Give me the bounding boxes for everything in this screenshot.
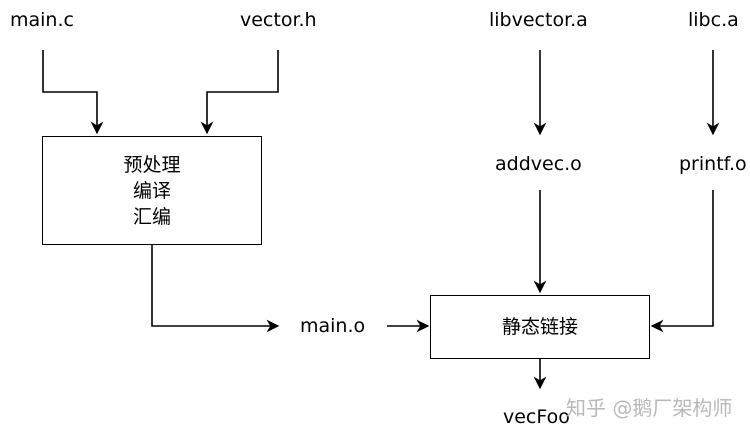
link-box-label: 静态链接 [501, 316, 578, 338]
object-printf-o: printf.o [679, 153, 747, 175]
compile-step-compile: 编译 [132, 179, 171, 202]
compile-box: 预处理 编译 汇编 [42, 136, 262, 245]
output-vecfoo: vecFoo [503, 406, 570, 428]
object-main-o: main.o [300, 315, 366, 337]
object-addvec-o: addvec.o [495, 153, 582, 175]
arrow-main-c-to-compile [42, 50, 104, 135]
arrow-compile-to-main-o [151, 244, 280, 333]
arrow-printf-to-link [650, 190, 714, 333]
input-main-c: main.c [10, 9, 74, 31]
input-libvector-a: libvector.a [489, 9, 588, 31]
link-box: 静态链接 [430, 295, 650, 359]
input-vector-h: vector.h [240, 9, 317, 31]
watermark: 知乎 @鹅厂架构师 [566, 396, 733, 420]
compile-step-preprocess: 预处理 [123, 153, 181, 176]
arrow-vector-h-to-compile [200, 50, 279, 135]
compile-step-assemble: 汇编 [132, 205, 171, 228]
input-libc-a: libc.a [688, 9, 739, 31]
